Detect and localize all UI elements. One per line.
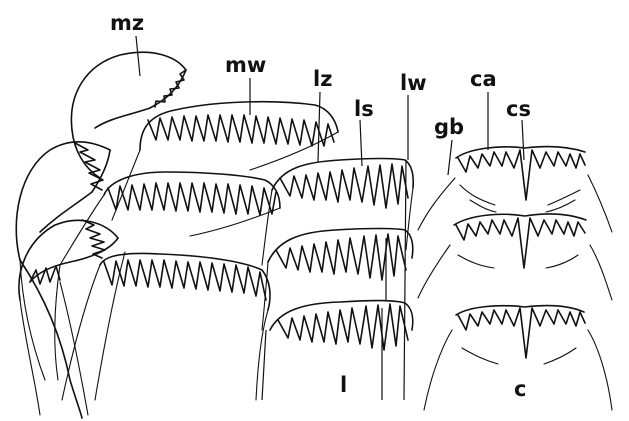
leader-gb — [448, 140, 452, 175]
marginal-tooth-outer — [71, 52, 186, 178]
label-cs: cs — [506, 97, 531, 121]
leader-lines — [136, 36, 524, 175]
label-ls: ls — [354, 97, 374, 121]
central-teeth-group — [418, 147, 612, 410]
label-mw: mw — [225, 53, 266, 77]
label-c: c — [514, 377, 526, 401]
label-lw: lw — [400, 71, 427, 95]
leader-mz — [136, 36, 140, 76]
marginal-denticles-mz — [155, 70, 186, 107]
labels: mz mw lz ls lw gb ca cs l c — [110, 11, 531, 401]
lateral-teeth-group — [262, 159, 413, 401]
leader-cs — [522, 120, 524, 160]
label-l: l — [340, 373, 347, 397]
lateral-tooth-bottom — [270, 301, 413, 350]
label-ca: ca — [470, 67, 497, 91]
marginal-teeth-group — [16, 52, 338, 418]
central-tooth-middle — [418, 214, 612, 300]
label-mz: mz — [110, 11, 144, 35]
marginal-tooth-left-3 — [19, 220, 118, 415]
marginal-tooth-lower — [62, 253, 270, 400]
label-gb: gb — [434, 115, 464, 139]
label-lz: lz — [313, 67, 332, 91]
marginal-denticles-mw — [148, 115, 334, 146]
